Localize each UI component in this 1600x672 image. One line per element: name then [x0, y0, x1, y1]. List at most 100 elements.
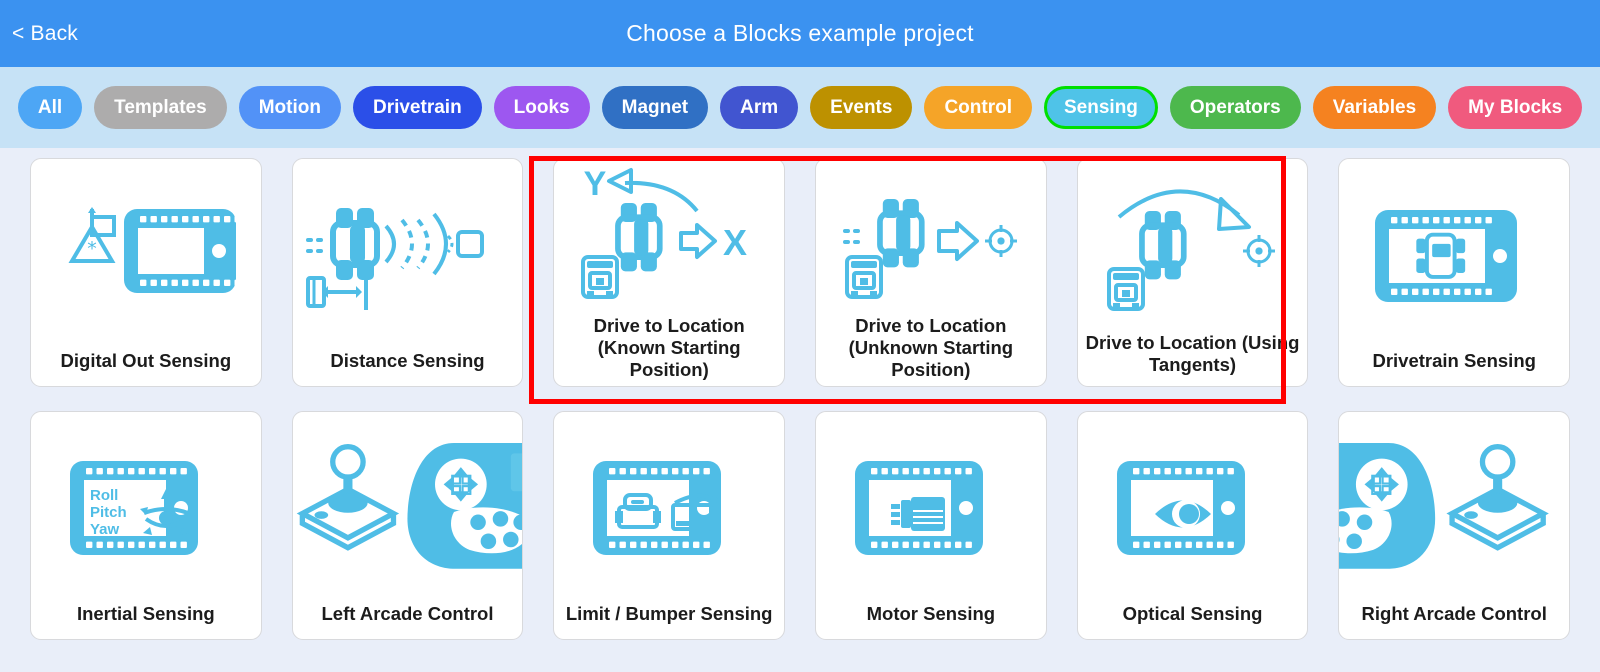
filter-pill-arm[interactable]: Arm	[720, 86, 799, 129]
motor-glyph	[890, 497, 945, 532]
motor-sensing-icon	[816, 412, 1046, 603]
right-arcade-control-icon	[1339, 412, 1569, 603]
brain-shape	[854, 461, 983, 556]
filter-pill-control[interactable]: Control	[924, 86, 1032, 129]
optical-sensing-icon	[1078, 412, 1308, 603]
filter-pill-magnet[interactable]: Magnet	[601, 86, 709, 129]
app-header: < Back Choose a Blocks example project	[0, 0, 1600, 67]
right-arcade-control-icon	[1339, 443, 1550, 570]
filter-pill-templates[interactable]: Templates	[94, 86, 227, 129]
x-axis-label: X	[723, 222, 747, 263]
category-filter-bar: All Templates Motion Drivetrain Looks Magnet A…	[0, 67, 1600, 148]
filter-pill-all[interactable]: All	[17, 86, 83, 129]
drive-tangents-icon	[1106, 189, 1275, 312]
brain-shape: Roll Pitch Yaw	[69, 461, 198, 556]
gamepad-shape	[1339, 443, 1436, 570]
example-card-left-arcade-control[interactable]: Left Arcade Control	[291, 411, 524, 640]
digital-out-sensing-icon: *	[31, 159, 261, 350]
card-label: Motor Sensing	[866, 602, 996, 624]
filter-pill-my-blocks[interactable]: My Blocks	[1448, 86, 1583, 129]
inertial-label-roll: Roll	[90, 487, 118, 504]
example-card-drivetrain-sensing[interactable]: Drivetrain Sensing	[1338, 158, 1571, 387]
drivetrain-sensing-icon	[1339, 159, 1569, 350]
card-label: Inertial Sensing	[76, 602, 215, 624]
target-icon	[1242, 235, 1275, 268]
drivetrain-sensing-icon	[1375, 210, 1518, 303]
card-row: Roll Pitch Yaw Inertial Sensing	[30, 411, 1571, 640]
brain-shape	[1116, 461, 1245, 556]
card-label: Drive to Location (Known Starting Positi…	[593, 315, 745, 381]
limit-bumper-sensing-icon	[554, 412, 784, 603]
drive-known-position-icon: Y X	[554, 159, 784, 315]
example-card-inertial-sensing[interactable]: Roll Pitch Yaw Inertial Sensing	[30, 411, 262, 640]
drive-known-position-icon: Y X	[581, 165, 747, 299]
curved-arrow	[607, 168, 699, 213]
card-row: * Digital Out Sensing	[30, 158, 1571, 387]
filter-pill-events[interactable]: Events	[810, 86, 913, 129]
sensor-dashes	[842, 229, 860, 244]
motor-sensing-icon	[854, 461, 983, 556]
card-label: Distance Sensing	[330, 349, 485, 371]
filter-pill-motion[interactable]: Motion	[238, 86, 341, 129]
gamepad-shape	[407, 443, 523, 570]
card-label: Optical Sensing	[1122, 602, 1263, 624]
inertial-sensing-icon: Roll Pitch Yaw	[69, 461, 198, 556]
y-axis-label: Y	[584, 165, 607, 203]
robot-shape	[876, 199, 925, 268]
mini-brain-shape	[844, 255, 883, 299]
example-card-right-arcade-control[interactable]: Right Arcade Control	[1338, 411, 1571, 640]
distance-sensing-icon	[305, 208, 484, 311]
example-card-optical-sensing[interactable]: Optical Sensing	[1076, 411, 1309, 640]
example-card-distance-sensing[interactable]: Distance Sensing	[291, 158, 524, 387]
block-arrow	[679, 223, 718, 259]
filter-pill-looks[interactable]: Looks	[493, 86, 590, 129]
inertial-label-yaw: Yaw	[90, 521, 120, 538]
bumper-switch-glyph	[615, 493, 662, 530]
brain-shape	[593, 461, 722, 556]
eye-glyph	[1154, 500, 1211, 529]
back-button[interactable]: < Back	[12, 21, 78, 45]
left-arcade-control-icon	[296, 443, 523, 570]
example-card-drive-to-location-using-tangents[interactable]: Drive to Location (Using Tangents)	[1076, 158, 1309, 387]
card-label: Drivetrain Sensing	[1372, 349, 1536, 371]
card-label: Drive to Location (Using Tangents)	[1085, 331, 1300, 375]
bumper-flag-shape: *	[68, 207, 116, 264]
example-card-drive-to-location-unknown-starting-position[interactable]: Drive to Location (Unknown Starting Posi…	[815, 158, 1047, 387]
gyro-axes-glyph	[139, 489, 189, 536]
filter-pill-sensing[interactable]: Sensing	[1044, 86, 1158, 129]
svg-text:*: *	[87, 238, 97, 260]
filter-pill-variables[interactable]: Variables	[1312, 86, 1437, 129]
example-card-drive-to-location-known-starting-position[interactable]: Y X Drive to Location (Known Starting Po…	[553, 158, 786, 387]
example-project-grid: * Digital Out Sensing	[0, 148, 1600, 672]
brain-shape	[123, 209, 236, 294]
left-arcade-control-icon	[293, 412, 523, 603]
distance-sensing-icon	[293, 159, 523, 350]
card-label: Left Arcade Control	[321, 602, 494, 624]
digital-out-sensing-icon: *	[68, 207, 236, 294]
card-label: Drive to Location (Unknown Starting Posi…	[848, 315, 1014, 381]
limit-switch-glyph	[671, 494, 718, 532]
robot-shape	[329, 208, 380, 281]
drive-unknown-position-icon	[816, 159, 1046, 315]
filter-pill-drivetrain[interactable]: Drivetrain	[352, 86, 482, 129]
target-icon	[984, 225, 1017, 257]
example-card-motor-sensing[interactable]: Motor Sensing	[815, 411, 1047, 640]
example-card-limit-bumper-sensing[interactable]: Limit / Bumper Sensing	[553, 411, 786, 640]
example-card-digital-out-sensing[interactable]: * Digital Out Sensing	[30, 158, 262, 387]
sensor-dashes	[305, 238, 323, 254]
block-arrow	[936, 221, 979, 261]
robot-shape	[1138, 211, 1187, 280]
filter-pill-operators[interactable]: Operators	[1169, 86, 1301, 129]
joystick-shape	[1446, 444, 1550, 552]
distance-measure	[305, 274, 368, 311]
sonar-waves	[383, 213, 453, 276]
mini-brain-shape	[581, 255, 620, 299]
robot-shape	[615, 203, 663, 272]
drive-tangents-icon	[1078, 159, 1308, 332]
card-label: Digital Out Sensing	[60, 349, 232, 371]
page-title: Choose a Blocks example project	[626, 20, 974, 46]
inertial-sensing-icon: Roll Pitch Yaw	[31, 412, 261, 603]
optical-sensing-icon	[1116, 461, 1245, 556]
card-label: Limit / Bumper Sensing	[565, 602, 773, 624]
